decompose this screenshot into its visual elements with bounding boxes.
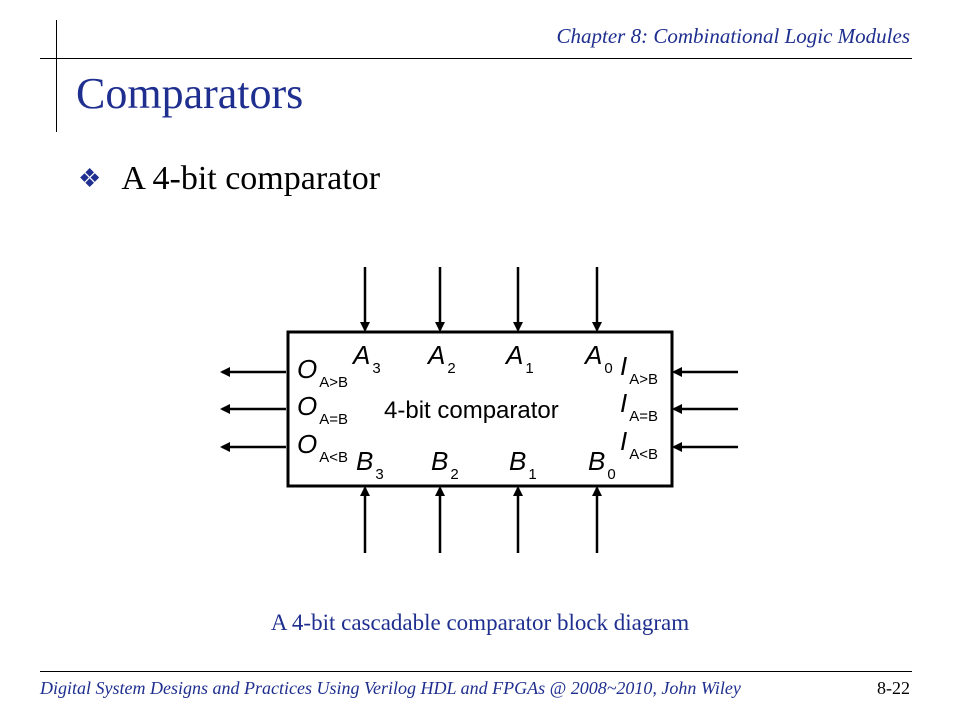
chapter-header: Chapter 8: Combinational Logic Modules — [556, 24, 911, 48]
bullet-item: ❖ A 4-bit comparator — [78, 160, 380, 198]
figure-caption: A 4-bit cascadable comparator block diag… — [270, 610, 690, 635]
signal-wires — [220, 267, 738, 553]
slide-title: Comparators — [76, 69, 304, 118]
block-label: 4-bit comparator — [384, 397, 559, 424]
bullet-text: A 4-bit comparator — [121, 160, 381, 197]
page-number: 8-22 — [877, 678, 910, 698]
top-divider — [40, 58, 912, 59]
footer-text: Digital System Designs and Practices Usi… — [40, 678, 741, 698]
bottom-divider — [40, 671, 912, 672]
comparator-block — [286, 330, 674, 488]
vertical-divider — [56, 20, 57, 132]
diamond-bullet-icon: ❖ — [78, 164, 102, 193]
